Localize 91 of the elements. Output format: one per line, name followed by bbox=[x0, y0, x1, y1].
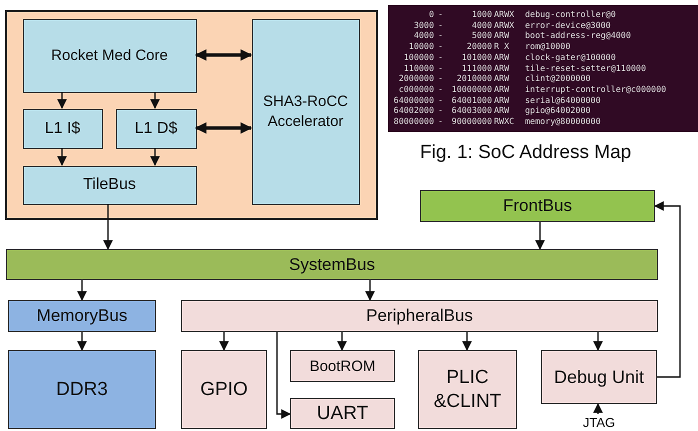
device-cell-text: gpio@64002000 bbox=[525, 105, 592, 116]
device-cell-text: tile-reset-setter@110000 bbox=[525, 62, 648, 72]
address-cell-text: 64000000 bbox=[392, 94, 434, 105]
arrow bbox=[77, 332, 87, 351]
separator-text: - bbox=[438, 62, 444, 72]
arrow bbox=[593, 403, 603, 414]
separator-text: - bbox=[438, 41, 444, 52]
arrow bbox=[535, 222, 545, 250]
permission-cell-text: ARW bbox=[494, 62, 510, 72]
address-cell-text: 20000 bbox=[466, 41, 492, 52]
separator-text: - bbox=[438, 94, 444, 105]
permission-cell-text: RWXC bbox=[494, 116, 516, 126]
separator-text: - bbox=[438, 30, 444, 40]
device-cell-text: rom@10000 bbox=[525, 41, 572, 52]
device-cell-text: interrupt-controller@c000000 bbox=[525, 84, 668, 94]
separator-text: - bbox=[438, 9, 444, 19]
accelerator-block: SHA3-RoCC Accelerator bbox=[252, 18, 360, 204]
bus-bar: SystemBus bbox=[6, 249, 658, 280]
separator-text: - bbox=[438, 116, 444, 126]
address-cell-text: c000000 bbox=[398, 84, 434, 94]
address-cell-text: 101000 bbox=[460, 52, 492, 62]
peripheral-block: PLIC &CLINT bbox=[418, 350, 517, 429]
device-cell-text: debug-controller@0 bbox=[525, 9, 617, 19]
address-cell-text: 64002000 bbox=[392, 105, 434, 116]
arrow bbox=[194, 122, 252, 134]
arrow bbox=[103, 204, 113, 250]
address-cell-text: 64001000 bbox=[450, 94, 492, 105]
peripheral-block: Debug Unit bbox=[541, 350, 657, 404]
address-cell-text: 4000 bbox=[412, 30, 434, 40]
address-cell-text: 10000 bbox=[408, 41, 434, 52]
separator-text: - bbox=[438, 52, 444, 62]
arrow bbox=[150, 92, 160, 109]
memory-block: DDR3 bbox=[8, 350, 156, 429]
arrow bbox=[276, 332, 291, 419]
address-cell-text: 90000000 bbox=[450, 116, 492, 126]
cache-block: L1 D$ bbox=[116, 108, 196, 148]
address-cell-text: 80000000 bbox=[392, 116, 434, 126]
separator-text: - bbox=[438, 20, 444, 30]
figure-caption: Fig. 1: SoC Address Map bbox=[420, 142, 632, 164]
peripheral-block: GPIO bbox=[181, 350, 267, 429]
device-cell-text: memory@80000000 bbox=[525, 116, 602, 126]
address-cell-text: 64003000 bbox=[450, 105, 492, 116]
address-cell-text: 100000 bbox=[402, 52, 434, 62]
address-cell-text: 1000 bbox=[470, 9, 492, 19]
core-block: Rocket Med Core bbox=[22, 18, 196, 92]
device-cell-text: serial@64000000 bbox=[525, 94, 602, 105]
separator-text: - bbox=[438, 73, 444, 84]
address-cell-text: 111000 bbox=[460, 62, 492, 72]
cache-block: L1 I$ bbox=[22, 108, 102, 148]
bus-block: TileBus bbox=[22, 166, 196, 204]
arrow bbox=[593, 332, 603, 351]
arrow bbox=[654, 201, 681, 378]
permission-cell-text: ARW bbox=[494, 94, 510, 105]
arrow bbox=[337, 332, 347, 351]
permission-cell-text: ARWX bbox=[494, 20, 516, 30]
arrow bbox=[365, 280, 375, 301]
separator-text: - bbox=[438, 84, 444, 94]
address-cell-text: 3000 bbox=[412, 20, 434, 30]
address-cell-text: 10000000 bbox=[450, 84, 492, 94]
permission-cell-text: R X bbox=[494, 41, 510, 52]
permission-cell-text: ARW bbox=[494, 30, 510, 40]
permission-cell-text: ARW bbox=[494, 84, 510, 94]
arrow bbox=[150, 148, 160, 166]
address-cell-text: 0 bbox=[428, 9, 434, 19]
device-cell-text: error-device@3000 bbox=[525, 20, 612, 30]
bus-bar: PeripheralBus bbox=[181, 300, 658, 332]
permission-cell-text: ARW bbox=[494, 105, 510, 116]
permission-cell-text: ARW bbox=[494, 52, 510, 62]
peripheral-block: BootROM bbox=[290, 350, 395, 382]
peripheral-block: UART bbox=[290, 398, 395, 429]
arrow bbox=[462, 332, 472, 351]
address-cell-text: 5000 bbox=[470, 30, 492, 40]
arrow bbox=[219, 332, 229, 351]
address-cell-text: 2010000 bbox=[456, 73, 492, 84]
device-cell-text: boot-address-reg@4000 bbox=[525, 30, 632, 40]
bus-bar: FrontBus bbox=[420, 190, 655, 222]
arrow bbox=[194, 49, 252, 61]
port-label: JTAG bbox=[576, 414, 622, 430]
arrow bbox=[77, 280, 87, 301]
permission-cell-text: ARWX bbox=[494, 9, 516, 19]
bus-bar: MemoryBus bbox=[8, 300, 156, 332]
address-cell-text: 4000 bbox=[470, 20, 492, 30]
separator-text: - bbox=[438, 105, 444, 116]
address-cell-text: 110000 bbox=[402, 62, 434, 72]
device-cell-text: clock-gater@100000 bbox=[525, 52, 617, 62]
container-box bbox=[5, 10, 378, 220]
device-cell-text: clint@2000000 bbox=[525, 73, 592, 84]
permission-cell-text: ARW bbox=[494, 73, 510, 84]
arrow bbox=[57, 148, 67, 166]
arrow bbox=[57, 92, 67, 109]
address-cell-text: 2000000 bbox=[398, 73, 434, 84]
